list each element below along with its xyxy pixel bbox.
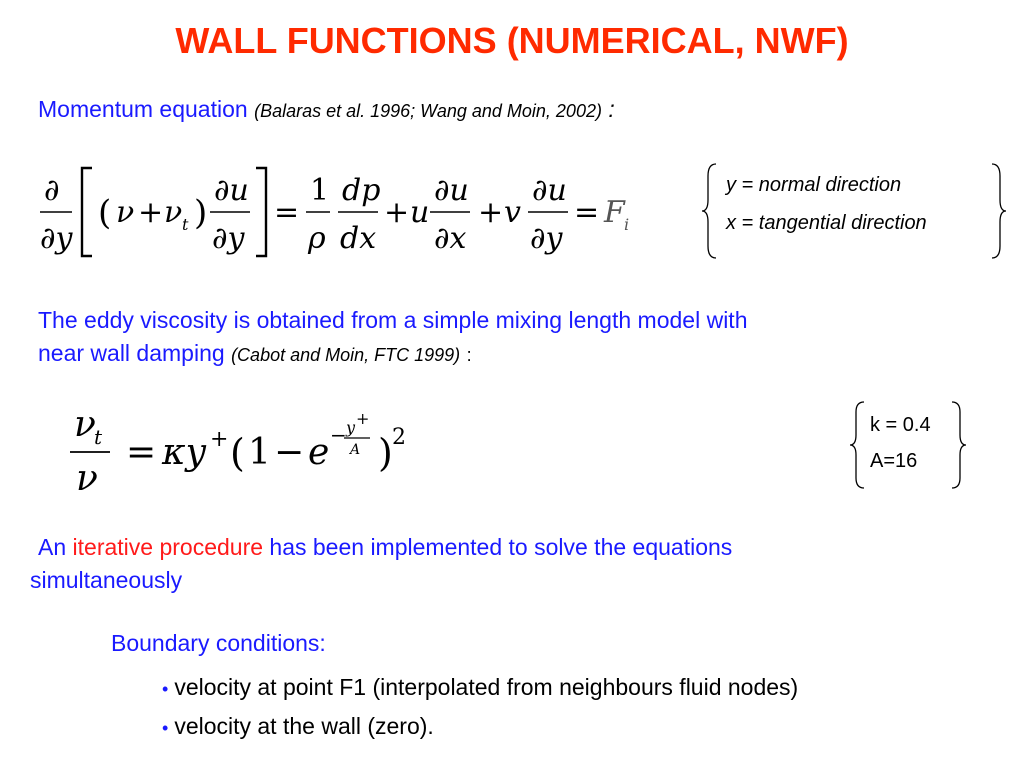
- svg-text:=: =: [274, 195, 299, 230]
- iterative-line2: simultaneously: [30, 567, 183, 593]
- mixing-length-equation: ν t ν = κy + ( 1 − e − y + A ) 2: [64, 400, 464, 500]
- svg-text:t: t: [182, 215, 189, 234]
- eddy-viscosity-colon: :: [466, 345, 472, 365]
- svg-text:∂x: ∂x: [434, 221, 467, 256]
- svg-text:+: +: [210, 427, 228, 452]
- svg-text:F: F: [603, 195, 626, 230]
- direction-notes: y = normal direction x = tangential dire…: [700, 162, 1010, 260]
- svg-text:t: t: [94, 425, 103, 449]
- iterative-rest: has been implemented to solve the equati…: [269, 534, 733, 560]
- svg-text:∂: ∂: [44, 173, 60, 208]
- boundary-item-2-text: velocity at the wall (zero).: [174, 713, 434, 739]
- constant-notes: k = 0.4 A=16: [848, 400, 968, 490]
- right-brace-icon: [951, 401, 967, 489]
- mixing-length-equation-svg: ν t ν = κy + ( 1 − e − y + A ) 2: [70, 404, 406, 499]
- svg-text:(: (: [230, 431, 245, 475]
- svg-text:ρ: ρ: [307, 221, 326, 256]
- svg-text:e: e: [308, 432, 329, 473]
- svg-text:+: +: [384, 195, 409, 230]
- boundary-item-2: •velocity at the wall (zero).: [162, 713, 434, 740]
- momentum-colon: :: [608, 96, 615, 122]
- svg-text:+: +: [356, 409, 369, 428]
- svg-text:2: 2: [392, 425, 406, 450]
- boundary-heading: Boundary conditions:: [111, 630, 326, 656]
- svg-text:∂u: ∂u: [532, 173, 567, 208]
- svg-text:ν: ν: [74, 404, 96, 445]
- svg-text:): ): [378, 431, 393, 475]
- boundary-item-1: •velocity at point F1 (interpolated from…: [162, 674, 798, 701]
- momentum-citation: (Balaras et al. 1996; Wang and Moin, 200…: [254, 101, 602, 121]
- svg-text:κy: κy: [161, 432, 207, 473]
- svg-text:v: v: [504, 195, 521, 230]
- svg-text:dp: dp: [342, 173, 380, 208]
- svg-text:∂u: ∂u: [434, 173, 469, 208]
- momentum-heading: Momentum equation (Balaras et al. 1996; …: [38, 96, 615, 123]
- iterative-highlight: iterative procedure: [72, 534, 264, 560]
- svg-text:=: =: [126, 432, 156, 473]
- svg-text:∂y: ∂y: [530, 221, 564, 256]
- svg-text:1: 1: [310, 173, 329, 208]
- svg-text:y: y: [345, 418, 356, 437]
- svg-text:u: u: [410, 195, 429, 230]
- bullet-icon: •: [162, 718, 169, 738]
- svg-text:∂u: ∂u: [214, 173, 249, 208]
- left-brace-icon: [849, 401, 865, 489]
- note-y-direction: y = normal direction: [726, 174, 902, 196]
- svg-text:∂y: ∂y: [212, 221, 246, 256]
- eddy-viscosity-text: near wall damping: [38, 340, 225, 366]
- svg-text:): ): [194, 193, 207, 233]
- svg-text:(: (: [98, 193, 111, 233]
- left-brace-icon: [701, 163, 717, 259]
- note-x-direction: x = tangential direction: [726, 212, 927, 234]
- svg-text:ν: ν: [164, 195, 182, 230]
- svg-text:−: −: [274, 432, 304, 473]
- momentum-label: Momentum equation: [38, 96, 248, 122]
- boundary-item-1-text: velocity at point F1 (interpolated from …: [174, 674, 799, 700]
- svg-text:1: 1: [248, 432, 271, 473]
- note-a-constant: A=16: [870, 450, 918, 472]
- momentum-equation-svg: ∂ ∂y ( ν + ν t ) ∂u ∂y = 1 ρ dp: [40, 166, 629, 258]
- svg-text:=: =: [574, 195, 599, 230]
- eddy-viscosity-line1: The eddy viscosity is obtained from a si…: [38, 307, 748, 333]
- slide-title: WALL FUNCTIONS (NUMERICAL, NWF): [175, 20, 849, 61]
- iterative-prefix: An: [38, 534, 67, 560]
- eddy-viscosity-citation: (Cabot and Moin, FTC 1999): [231, 345, 461, 365]
- iterative-line1: An iterative procedure has been implemen…: [38, 534, 732, 561]
- svg-text:ν: ν: [116, 195, 134, 230]
- eddy-viscosity-line2: near wall damping (Cabot and Moin, FTC 1…: [38, 340, 472, 367]
- note-kappa: k = 0.4: [870, 414, 931, 436]
- bullet-icon: •: [162, 679, 169, 699]
- svg-text:∂y: ∂y: [40, 221, 74, 256]
- svg-text:i: i: [624, 215, 629, 234]
- svg-text:A: A: [348, 442, 360, 458]
- svg-text:+: +: [478, 195, 503, 230]
- svg-text:+: +: [138, 195, 163, 230]
- svg-text:ν: ν: [76, 458, 98, 499]
- right-brace-icon: [991, 163, 1007, 259]
- svg-text:dx: dx: [340, 221, 376, 256]
- svg-text:−: −: [330, 423, 347, 447]
- momentum-equation: ∂ ∂y ( ν + ν t ) ∂u ∂y = 1 ρ dp: [36, 162, 656, 262]
